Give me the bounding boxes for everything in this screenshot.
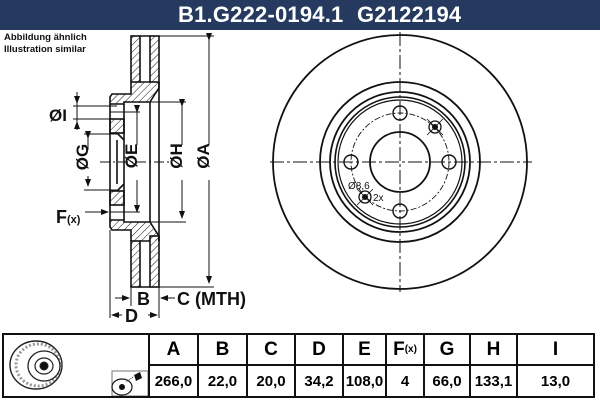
dim-label-a: ØA <box>194 143 213 169</box>
dim-label-h: ØH <box>167 143 186 169</box>
value-b: 22,0 <box>207 372 238 390</box>
hole-count-label: 2x <box>373 193 384 204</box>
col-e: E 108,0 <box>344 335 387 396</box>
header-b: B <box>199 335 246 366</box>
dimensions-table: A 266,0 B 22,0 C 20,0 D 34,2 E 108,0 F(x) 4 G 6… <box>2 333 595 398</box>
col-i: I 13,0 <box>518 335 593 396</box>
col-a: A 266,0 <box>150 335 199 396</box>
title-bar: B1.G222-0194.1 G2122194 <box>0 0 600 30</box>
dim-label-g: ØG <box>73 144 92 170</box>
header-d: D <box>296 335 342 366</box>
brake-disc-thumbnail-icon <box>9 340 63 390</box>
col-h: H 133,1 <box>471 335 518 396</box>
header-c: C <box>248 335 294 366</box>
value-c: 20,0 <box>256 372 286 390</box>
value-d: 34,2 <box>304 372 334 390</box>
dim-label-c: C (MTH) <box>177 289 246 309</box>
value-g: 66,0 <box>432 372 462 390</box>
dimension-lines <box>73 33 214 318</box>
value-e: 108,0 <box>345 372 384 390</box>
locating-holes <box>356 118 444 206</box>
header-f: F(x) <box>387 335 423 366</box>
dim-label-b: B <box>137 289 150 309</box>
value-f: 4 <box>400 372 410 390</box>
illustration-note: Abbildung ähnlich Illustration similar <box>4 32 87 56</box>
col-f: F(x) 4 <box>387 335 425 396</box>
dim-label-i: ØI <box>49 106 67 125</box>
technical-drawing: ØA ØH ØE ØG ØI F(x) B C (MTH) D <box>49 32 532 326</box>
dimension-columns: A 266,0 B 22,0 C 20,0 D 34,2 E 108,0 F(x) 4 G 6… <box>150 335 593 396</box>
header-e: E <box>344 335 385 366</box>
hole-diameter-label: Ø8,6 <box>348 181 370 192</box>
value-i: 13,0 <box>540 372 571 390</box>
front-view <box>270 32 532 292</box>
dim-label-e: ØE <box>122 144 141 169</box>
thumbnail-cell <box>4 335 150 397</box>
front-view-labels: Ø8,6 2x <box>348 181 384 204</box>
header-g: G <box>425 335 469 366</box>
side-view-labels: ØA ØH ØE ØG ØI F(x) B C (MTH) D <box>49 106 246 326</box>
alt-part-number: G2122194 <box>357 2 462 27</box>
header-i: I <box>518 335 593 366</box>
header-h: H <box>471 335 516 366</box>
col-g: G 66,0 <box>425 335 471 396</box>
col-b: B 22,0 <box>199 335 248 396</box>
dim-label-d: D <box>125 306 138 326</box>
dim-label-f: F(x) <box>56 207 81 227</box>
value-a: 266,0 <box>154 372 193 390</box>
part-number: B1.G222-0194.1 <box>178 2 344 27</box>
spray-cleaning-icon <box>111 370 149 397</box>
header-a: A <box>150 335 197 366</box>
col-c: C 20,0 <box>248 335 296 396</box>
note-english: Illustration similar <box>4 44 86 55</box>
col-d: D 34,2 <box>296 335 344 396</box>
note-german: Abbildung ähnlich <box>4 32 87 43</box>
value-h: 133,1 <box>474 372 513 390</box>
